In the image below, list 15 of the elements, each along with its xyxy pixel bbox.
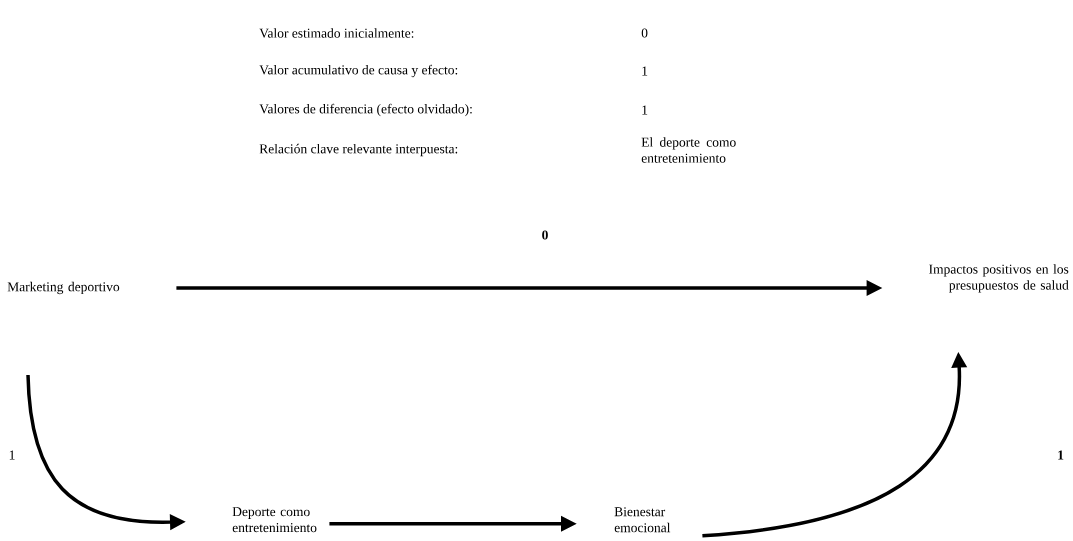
- node-text: Marketing deportivo: [7, 281, 120, 295]
- value-text: 0: [641, 28, 648, 38]
- node-text: Bienestar emocional: [614, 507, 671, 533]
- row-label: Valor acumulativo de causa y efecto:: [259, 64, 458, 78]
- edge-label: 0: [542, 230, 548, 240]
- row-label: Valores de diferencia (efecto olvidado):: [259, 103, 472, 117]
- row-label: Valor estimado inicialmente:: [259, 28, 414, 38]
- edge-label: 1: [9, 450, 15, 460]
- node-text: Deporte como entretenimiento: [232, 507, 317, 533]
- node-text: Impactos positivos en los presupuestos de salud: [929, 264, 1069, 293]
- value-text: 1: [642, 66, 648, 76]
- value-text: El deporte como entretenimiento: [641, 137, 736, 163]
- value-text: 1: [642, 105, 648, 115]
- value-number: 1: [1058, 450, 1064, 460]
- row-label: Relación clave relevante interpuesta:: [259, 143, 458, 157]
